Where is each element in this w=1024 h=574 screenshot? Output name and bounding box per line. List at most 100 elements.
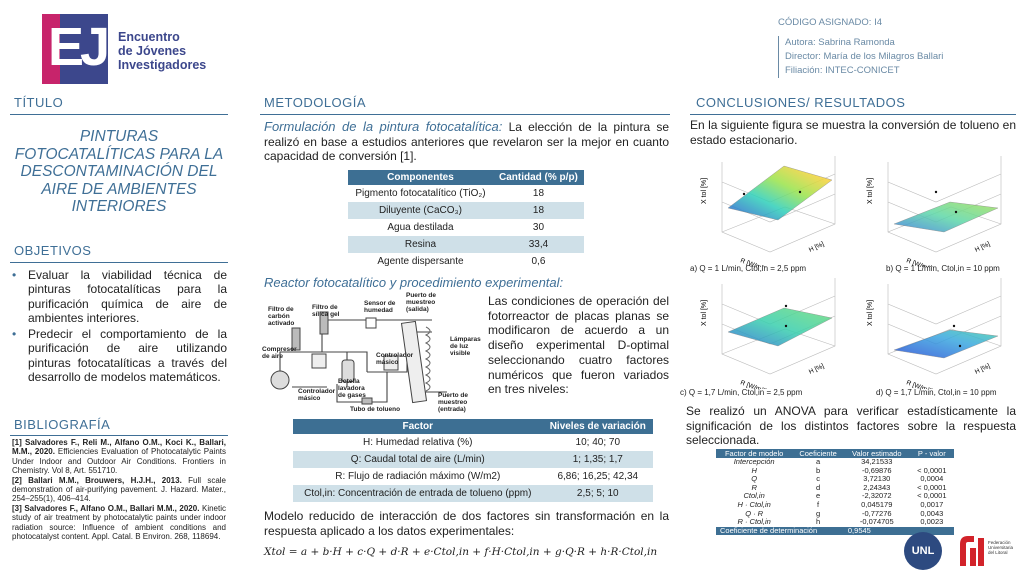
humidity-sensor-shape bbox=[365, 317, 377, 329]
logo-mark: EJI bbox=[42, 14, 121, 84]
components-table: Componentes Cantidad (% p/p) Pigmento fo… bbox=[348, 170, 584, 270]
conclusiones-intro: En la siguiente figura se muestra la con… bbox=[690, 118, 1016, 147]
h-axis-label: H [%] bbox=[808, 241, 826, 254]
surface-plane bbox=[893, 201, 999, 233]
surface-plane bbox=[893, 329, 999, 359]
objetivo-item: • Evaluar la viabilidad técnica de pintu… bbox=[12, 268, 227, 325]
plot-caption: d) Q = 1,7 L/min, Ctol,in = 10 ppm bbox=[876, 388, 997, 397]
data-point bbox=[742, 192, 746, 196]
table-row: Ctol,in: Concentración de entrada de tol… bbox=[293, 485, 653, 502]
surface-plane bbox=[727, 307, 833, 347]
table-header: Cantidad (% p/p) bbox=[492, 170, 584, 185]
lamp-shapes bbox=[424, 326, 431, 392]
affiliation: Filiación: INTEC-CONICET bbox=[785, 65, 900, 76]
table-header: Componentes bbox=[348, 170, 493, 185]
anova-table: Factor de modelo Coeficiente Valor estim… bbox=[716, 449, 954, 536]
modelo-paragraph: Modelo reducido de interacción de dos fa… bbox=[264, 509, 669, 538]
diagram-label: Filtro de sílica gel bbox=[312, 304, 340, 318]
z-axis-label: X tol [%] bbox=[701, 178, 708, 204]
surface-plot-d: X tol [%] R [W/m2] H [%] bbox=[866, 274, 1011, 395]
plot-caption: a) Q = 1 L/min, Ctol,in = 2,5 ppm bbox=[690, 264, 807, 273]
data-point bbox=[954, 210, 958, 214]
objetivos-heading: OBJETIVOS bbox=[14, 243, 92, 258]
logo-letters: EJI bbox=[48, 17, 121, 77]
table-row: Q: Caudal total de aire (L/min)1; 1,35; … bbox=[293, 451, 653, 468]
reference-item: [2] Ballari M.M., Brouwers, H.J.H., 2013… bbox=[12, 475, 226, 504]
poster-title: PINTURAS FOTOCATALÍTICAS PARA LA DESCONT… bbox=[14, 128, 224, 215]
conclusiones-heading: CONCLUSIONES/ RESULTADOS bbox=[696, 95, 906, 110]
diagram-label: Lámparas de luz visible bbox=[450, 336, 481, 357]
h-axis-label: H [%] bbox=[974, 241, 992, 254]
reference-item: [3] Salvadores F., Alfano O.M., Ballari … bbox=[12, 503, 227, 542]
plot-caption: c) Q = 1,7 L/min, Ctol,in = 2,5 ppm bbox=[680, 388, 803, 397]
surface-plane bbox=[727, 165, 833, 221]
diagram-label: Sensor de humedad bbox=[364, 300, 396, 314]
diagram-label: Controlador másico bbox=[376, 352, 414, 366]
formulacion-paragraph: Formulación de la pintura fotocatalítica… bbox=[264, 119, 670, 164]
surface-plot-a: X tol [%] R [W/m2] H [%] bbox=[700, 152, 845, 273]
table-row: Pigmento fotocatalítico (TiO₂)18 bbox=[348, 185, 584, 202]
surface-plot-c: X tol [%] R [W/m2] H [%] bbox=[700, 274, 845, 395]
carbon-filter-shape bbox=[291, 327, 301, 351]
table-row: R: Flujo de radiación máximo (W/m2)6,86;… bbox=[293, 468, 653, 485]
bibliografia-heading: BIBLIOGRAFÍA bbox=[14, 417, 111, 432]
plot-caption: b) Q = 1 L/min, Ctol,in = 10 ppm bbox=[886, 264, 1000, 273]
assigned-code: CÓDIGO ASIGNADO: I4 bbox=[778, 17, 882, 28]
data-point bbox=[784, 304, 788, 308]
logo-line1: Encuentro bbox=[118, 30, 180, 44]
director: Director: María de los Milagros Ballari bbox=[785, 51, 944, 62]
toluene-tube-shape bbox=[361, 397, 373, 405]
reactor-paragraph: Las condiciones de operación del fotorre… bbox=[488, 294, 669, 397]
diagram-label: Filtro de carbón activado bbox=[268, 306, 295, 327]
diagram-label: Puerto de muestreo (entrada) bbox=[438, 392, 468, 413]
diagram-label: Tubo de tolueno bbox=[350, 406, 401, 413]
z-axis-label: X tol [%] bbox=[701, 300, 708, 326]
table-header: Factor de modelo bbox=[716, 449, 793, 458]
z-axis-label: X tol [%] bbox=[867, 178, 874, 204]
factors-table: Factor Niveles de variación H: Humedad r… bbox=[293, 419, 653, 502]
diagram-label: Botella lavadora de gases bbox=[338, 378, 366, 399]
table-header: Niveles de variación bbox=[542, 419, 653, 434]
titulo-heading: TÍTULO bbox=[14, 95, 64, 110]
data-point bbox=[952, 324, 956, 328]
bottle-shape bbox=[341, 359, 355, 383]
diagram-label: Controlador másico bbox=[298, 388, 336, 402]
data-point bbox=[798, 190, 802, 194]
diagram-label: Compresor de aire bbox=[262, 346, 297, 360]
fed-logo: Federación Universitaria del Litoral bbox=[956, 532, 1020, 570]
diagram-label: Puerto de muestreo (salida) bbox=[406, 292, 436, 313]
objetivos-list: • Evaluar la viabilidad técnica de pintu… bbox=[12, 268, 227, 384]
data-point bbox=[934, 190, 938, 194]
reactor-diagram: Filtro de carbón activado Filtro de síli… bbox=[262, 292, 482, 418]
metodologia-heading: METODOLOGÍA bbox=[264, 95, 367, 110]
table-header: Coeficiente bbox=[792, 449, 844, 458]
z-axis-label: X tol [%] bbox=[867, 300, 874, 326]
logo-line2: de Jóvenes bbox=[118, 44, 187, 58]
silica-filter-shape bbox=[319, 311, 329, 335]
data-point bbox=[784, 324, 788, 328]
author: Autora: Sabrina Ramonda bbox=[785, 37, 895, 48]
table-header: Valor estimado bbox=[843, 449, 910, 458]
table-header: P - valor bbox=[909, 449, 954, 458]
logo-line3: Investigadores bbox=[118, 58, 207, 72]
anova-paragraph: Se realizó un ANOVA para verificar estad… bbox=[686, 404, 1016, 448]
table-row: Diluyente (CaCO₃)18 bbox=[348, 202, 584, 219]
bibliografia-list: [1] Salvadores F., Reli M., Alfano O.M.,… bbox=[12, 438, 226, 541]
surface-plot-b: X tol [%] R [W/m2] H [%] bbox=[866, 152, 1011, 273]
reactor-shape bbox=[400, 320, 428, 404]
controller-shape bbox=[383, 355, 399, 371]
table-header: Factor bbox=[293, 419, 543, 434]
objetivo-item: • Predecir el comportamiento de la purif… bbox=[12, 327, 227, 385]
reference-item: [1] Salvadores F., Reli M., Alfano O.M.,… bbox=[12, 438, 226, 476]
formulacion-title: Formulación de la pintura fotocatalítica… bbox=[264, 119, 503, 134]
compressor-shape bbox=[270, 370, 290, 390]
